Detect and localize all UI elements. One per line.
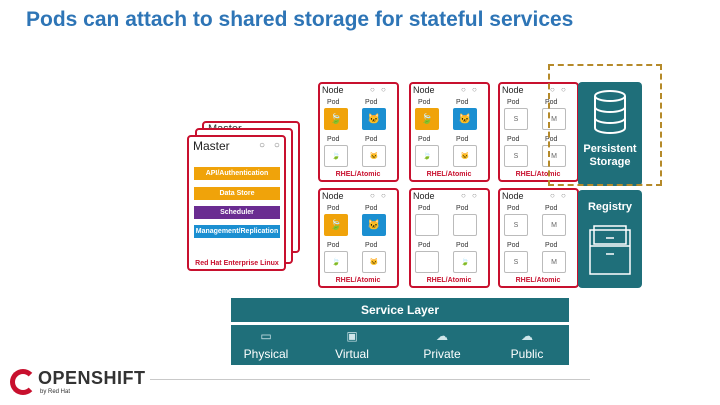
pod-label: Pod xyxy=(365,99,378,106)
pod-label: Pod xyxy=(545,99,558,106)
pod-label: Pod xyxy=(365,136,378,143)
master-bar-datastore: Data Store xyxy=(194,187,280,200)
node-os-label: RHEL/Atomic xyxy=(515,276,561,284)
node-label: Node xyxy=(322,85,344,95)
pod-container: 🐱 xyxy=(362,214,386,236)
pod-container: 🍃 xyxy=(324,214,348,236)
infra-private: Private xyxy=(423,347,461,361)
pod-label: Pod xyxy=(507,205,520,212)
pod-container: 🐱 xyxy=(362,251,386,273)
master-os-label: Red Hat Enterprise Linux xyxy=(195,259,279,267)
storage-highlight-box xyxy=(548,64,662,186)
slide-title: Pods can attach to shared storage for st… xyxy=(26,8,574,31)
pod-label: Pod xyxy=(545,136,558,143)
pod-label: Pod xyxy=(327,242,340,249)
node-status-dots: ○ ○ xyxy=(370,85,388,94)
persistent-storage-label: Persistent Storage xyxy=(583,143,637,168)
pod-container: 🍃 xyxy=(415,108,439,130)
private-cloud-icon: ☁ xyxy=(436,329,448,343)
pod-container: 🐱 xyxy=(362,108,386,130)
node-status-dots: ○ ○ xyxy=(550,191,568,200)
pod-container: 🍃 xyxy=(415,145,439,167)
master-label: Master xyxy=(193,139,230,153)
pod-label: Pod xyxy=(327,99,340,106)
pod-label: Pod xyxy=(365,242,378,249)
pod-label: Pod xyxy=(456,242,469,249)
pod-container: S xyxy=(504,108,528,130)
master-bar-api: API/Authentication xyxy=(194,167,280,180)
pod-container xyxy=(453,214,477,236)
node-label: Node xyxy=(502,191,524,201)
node-os-label: RHEL/Atomic xyxy=(426,276,472,284)
pod-label: Pod xyxy=(456,205,469,212)
pod-label: Pod xyxy=(545,205,558,212)
pod-label: Pod xyxy=(418,136,431,143)
node-os-label: RHEL/Atomic xyxy=(335,170,381,178)
pod-label: Pod xyxy=(418,205,431,212)
openshift-logo-icon xyxy=(10,369,36,395)
pod-container: 🐱 xyxy=(362,145,386,167)
public-cloud-icon: ☁ xyxy=(521,329,533,343)
node-card xyxy=(318,82,399,182)
registry-block xyxy=(578,190,642,288)
node-status-dots: ○ ○ xyxy=(461,191,479,200)
node-status-dots: ○ ○ xyxy=(370,191,388,200)
pod-container: 🐱 xyxy=(453,108,477,130)
master-card xyxy=(187,135,286,271)
node-status-dots: ○ ○ xyxy=(461,85,479,94)
pod-container: M xyxy=(542,214,566,236)
pod-label: Pod xyxy=(418,242,431,249)
pod-container: 🍃 xyxy=(324,251,348,273)
node-label: Node xyxy=(413,191,435,201)
pod-container xyxy=(415,251,439,273)
node-os-label: RHEL/Atomic xyxy=(426,170,472,178)
openshift-logo-text: OPENSHIFT xyxy=(38,368,146,388)
master-bar-scheduler: Scheduler xyxy=(194,206,280,219)
node-os-label: RHEL/Atomic xyxy=(335,276,381,284)
footer-divider xyxy=(150,379,590,380)
node-label: Node xyxy=(502,85,524,95)
pod-label: Pod xyxy=(507,242,520,249)
infrastructure-bar xyxy=(231,325,569,365)
pod-label: Pod xyxy=(365,205,378,212)
pod-label: Pod xyxy=(507,99,520,106)
pod-label: Pod xyxy=(456,136,469,143)
pod-container: 🍃 xyxy=(324,145,348,167)
master-status-dots: ○ ○ xyxy=(259,140,283,151)
server-icon: ▭ xyxy=(260,329,272,343)
node-card xyxy=(318,188,399,288)
pod-container: 🍃 xyxy=(324,108,348,130)
node-label: Node xyxy=(413,85,435,95)
node-os-label: RHEL/Atomic xyxy=(515,170,561,178)
registry-label: Registry xyxy=(587,201,633,213)
openshift-logo-sub: by Red Hat xyxy=(40,389,71,395)
virtual-machine-icon: ▣ xyxy=(346,329,358,343)
node-card xyxy=(498,188,579,288)
pod-label: Pod xyxy=(507,136,520,143)
infra-physical: Physical xyxy=(243,347,289,361)
service-layer-bar: Service Layer xyxy=(231,298,569,322)
node-card xyxy=(409,188,490,288)
infra-public: Public xyxy=(510,347,544,361)
infra-virtual: Virtual xyxy=(335,347,369,361)
pod-label: Pod xyxy=(327,136,340,143)
pod-container: S xyxy=(504,251,528,273)
pod-container: M xyxy=(542,251,566,273)
pod-container: 🍃 xyxy=(453,251,477,273)
registry-cabinet-icon xyxy=(588,222,634,280)
persistent-storage-block xyxy=(578,82,642,186)
pod-container: 🐱 xyxy=(453,145,477,167)
pod-label: Pod xyxy=(418,99,431,106)
database-icon xyxy=(592,90,628,134)
pod-container xyxy=(415,214,439,236)
node-label: Node xyxy=(322,191,344,201)
node-status-dots: ○ ○ xyxy=(550,85,568,94)
master-bar-management: Management/Replication xyxy=(194,225,280,238)
node-card xyxy=(409,82,490,182)
pod-label: Pod xyxy=(456,99,469,106)
pod-label: Pod xyxy=(545,242,558,249)
pod-container: S xyxy=(504,145,528,167)
pod-label: Pod xyxy=(327,205,340,212)
pod-container: S xyxy=(504,214,528,236)
